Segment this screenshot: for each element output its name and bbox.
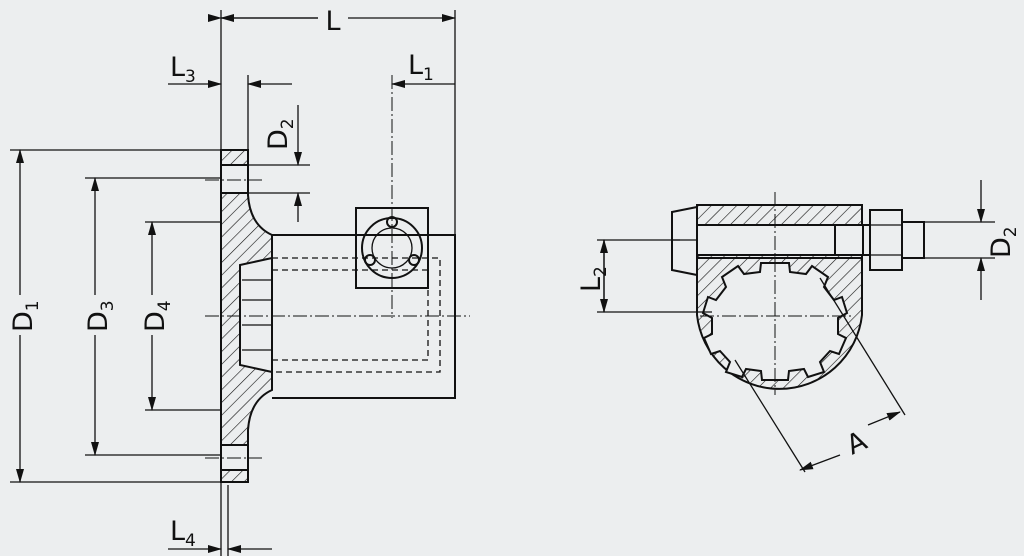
dim-D1: D1 (8, 300, 43, 332)
bolt-end (901, 221, 925, 259)
dim-D2-right: D2 (986, 226, 1021, 258)
dim-D4: D4 (140, 300, 175, 332)
dim-L: L (325, 6, 340, 37)
side-view: L L3 L1 D2 D1 D3 D4 L4 (8, 6, 470, 556)
spline-bore (239, 256, 273, 374)
end-view: L2 D2 A (576, 180, 1021, 473)
dim-D2-left: D2 (263, 118, 298, 150)
dim-D3: D3 (83, 300, 118, 332)
nut (869, 209, 903, 271)
dim-L4: L4 (170, 516, 196, 551)
dim-L3: L3 (170, 52, 196, 87)
dim-L2: L2 (576, 266, 611, 292)
dim-L1: L1 (408, 50, 434, 85)
bolt-head (671, 205, 698, 277)
dim-A: A (842, 425, 872, 461)
flange-bolt-hole-top (220, 164, 249, 194)
